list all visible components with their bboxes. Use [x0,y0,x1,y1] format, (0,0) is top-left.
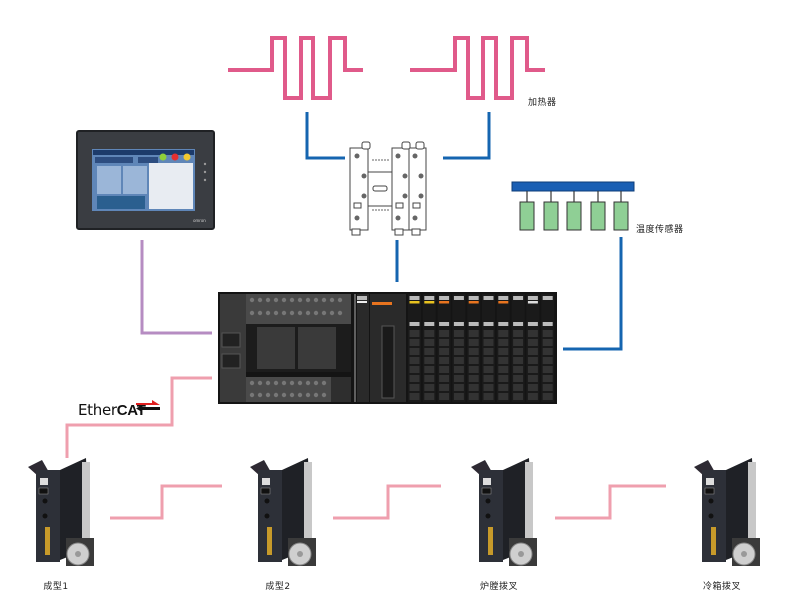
ssr-relay[interactable] [349,141,427,236]
servo-label-3: 炉膛拨叉 [479,582,519,592]
servo-label-1: 成型1 [43,582,69,592]
heater-coil-right [410,36,545,100]
heater-label: 加热器 [528,98,557,108]
heater-right-to-ssr-line [443,112,491,160]
ethercat-line-plc-to-servo1 [65,376,212,458]
servo-drive-3[interactable] [471,458,537,566]
servo-group [28,458,760,566]
temperature-sensor-label: 温度传感器 [636,225,684,235]
servo-drive-1[interactable] [28,458,94,566]
io-modules [357,294,555,402]
hmi-panel[interactable]: omron [76,130,215,230]
heater-coil-left [228,36,363,100]
hmi-to-plc-line [140,240,212,335]
ethercat-logo: EtherCAT [78,401,146,419]
ethercat-logo-suffix: CAT [116,402,146,419]
heater-left-to-ssr-line [305,112,345,160]
sensor-to-plc-line [563,237,623,351]
servo-label-4: 冷箱拨叉 [702,582,742,592]
ethercat-logo-arrows [136,400,160,412]
temperature-sensor-array[interactable] [511,181,635,231]
ethercat-line-servo1-to-servo2 [110,484,222,520]
ethercat-line-servo3-to-servo4 [555,484,666,520]
servo-label-2: 成型2 [265,582,291,592]
servo-drive-4[interactable] [694,458,760,566]
terminal-dots [249,297,343,398]
ethercat-logo-prefix: Ether [78,401,117,419]
servo-drive-2[interactable] [250,458,316,566]
plc-controller[interactable] [218,292,557,404]
ethercat-line-servo2-to-servo3 [333,484,441,520]
hmi-brand-logo: omron [193,218,206,223]
